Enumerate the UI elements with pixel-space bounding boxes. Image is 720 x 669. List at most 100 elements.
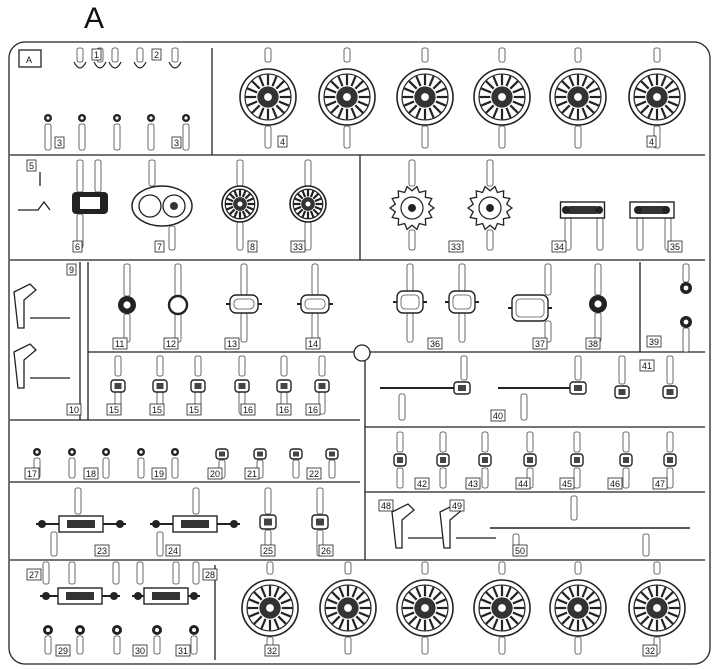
gate bbox=[68, 457, 76, 479]
part-label-32: 32 bbox=[645, 646, 655, 656]
gate bbox=[481, 467, 489, 489]
gate bbox=[596, 217, 604, 251]
road-wheel bbox=[473, 68, 531, 126]
bracket-part bbox=[311, 514, 329, 530]
gate bbox=[190, 635, 198, 655]
part-label-42: 42 bbox=[417, 479, 427, 489]
gate bbox=[574, 125, 582, 149]
small-knob bbox=[680, 282, 692, 294]
part-label-10: 10 bbox=[69, 405, 79, 415]
gate bbox=[148, 159, 156, 187]
cover-part bbox=[226, 294, 262, 314]
hook-part bbox=[168, 61, 182, 69]
part-label-2: 2 bbox=[154, 50, 159, 60]
small-knob bbox=[112, 625, 122, 635]
gate bbox=[526, 431, 534, 453]
part-label-37: 37 bbox=[535, 339, 545, 349]
part-label-box bbox=[465, 477, 481, 490]
part-label-20: 20 bbox=[210, 469, 220, 479]
suspension-unit bbox=[629, 201, 675, 219]
gate bbox=[318, 355, 326, 377]
gate bbox=[123, 263, 131, 297]
part-label-box bbox=[264, 644, 280, 657]
gate bbox=[574, 636, 582, 655]
gate bbox=[421, 561, 429, 575]
part-label-box bbox=[318, 544, 334, 557]
small-knob bbox=[113, 114, 121, 122]
part-label-box bbox=[585, 337, 601, 350]
road-wheel bbox=[318, 68, 376, 126]
suspension-arm bbox=[13, 283, 70, 329]
part-label-3: 3 bbox=[174, 138, 179, 148]
fitting-part bbox=[663, 453, 677, 467]
idler-wheel bbox=[289, 185, 327, 223]
fitting-part bbox=[478, 453, 492, 467]
part-label-box bbox=[72, 240, 83, 253]
box-part bbox=[393, 290, 427, 314]
gate bbox=[421, 125, 429, 149]
part-label-box bbox=[154, 240, 165, 253]
part-label-30: 30 bbox=[135, 646, 145, 656]
road-wheel bbox=[473, 579, 531, 637]
gate bbox=[666, 355, 674, 385]
gate bbox=[137, 457, 145, 479]
part-label-7: 7 bbox=[157, 242, 162, 252]
part-label-46: 46 bbox=[610, 479, 620, 489]
part-label-box bbox=[305, 403, 321, 416]
part-label-box bbox=[91, 48, 102, 61]
part-label-box bbox=[512, 544, 528, 557]
part-label-50: 50 bbox=[515, 546, 525, 556]
part-label-box bbox=[244, 467, 260, 480]
track-link-part bbox=[276, 379, 292, 393]
part-label-box bbox=[149, 403, 165, 416]
gate bbox=[304, 221, 312, 251]
part-label-box bbox=[277, 135, 288, 148]
gate bbox=[236, 159, 244, 187]
gate bbox=[666, 431, 674, 453]
part-label-box bbox=[490, 409, 506, 422]
gate bbox=[573, 467, 581, 489]
part-label-box bbox=[106, 403, 122, 416]
gate bbox=[421, 47, 429, 63]
part-label-16: 16 bbox=[279, 405, 289, 415]
gate bbox=[682, 327, 690, 353]
gate bbox=[113, 123, 121, 151]
gate bbox=[574, 47, 582, 63]
part-label-box bbox=[240, 403, 256, 416]
part-label-40: 40 bbox=[493, 411, 503, 421]
gate bbox=[50, 531, 58, 557]
gate bbox=[574, 561, 582, 575]
part-label-27: 27 bbox=[29, 570, 39, 580]
part-label-box bbox=[83, 467, 99, 480]
fitting-part bbox=[393, 453, 407, 467]
part-label-box bbox=[667, 240, 683, 253]
track-link-part bbox=[190, 379, 206, 393]
gate bbox=[311, 263, 319, 296]
gate bbox=[94, 159, 102, 193]
part-label-26: 26 bbox=[321, 546, 331, 556]
gate bbox=[408, 159, 416, 187]
corner-tag: A bbox=[26, 55, 32, 65]
fitting-part bbox=[619, 453, 633, 467]
gate bbox=[343, 47, 351, 63]
gate bbox=[682, 263, 690, 283]
part-label-box bbox=[112, 337, 128, 350]
part-label-box bbox=[224, 337, 240, 350]
part-label-4: 4 bbox=[280, 137, 285, 147]
bolt-part bbox=[289, 448, 303, 460]
part-label-box bbox=[202, 568, 218, 581]
part-label-box bbox=[427, 337, 443, 350]
gate bbox=[520, 393, 528, 421]
part-label-23: 23 bbox=[97, 546, 107, 556]
gate bbox=[113, 635, 121, 655]
pin-part bbox=[102, 448, 110, 456]
part-label-box bbox=[165, 544, 181, 557]
shaft-end bbox=[569, 381, 587, 395]
gate bbox=[498, 125, 506, 149]
part-label-35: 35 bbox=[670, 242, 680, 252]
part-label-21: 21 bbox=[247, 469, 257, 479]
pin-part bbox=[68, 448, 76, 456]
part-label-box bbox=[151, 48, 162, 61]
gate bbox=[240, 312, 248, 343]
gate bbox=[264, 487, 272, 515]
